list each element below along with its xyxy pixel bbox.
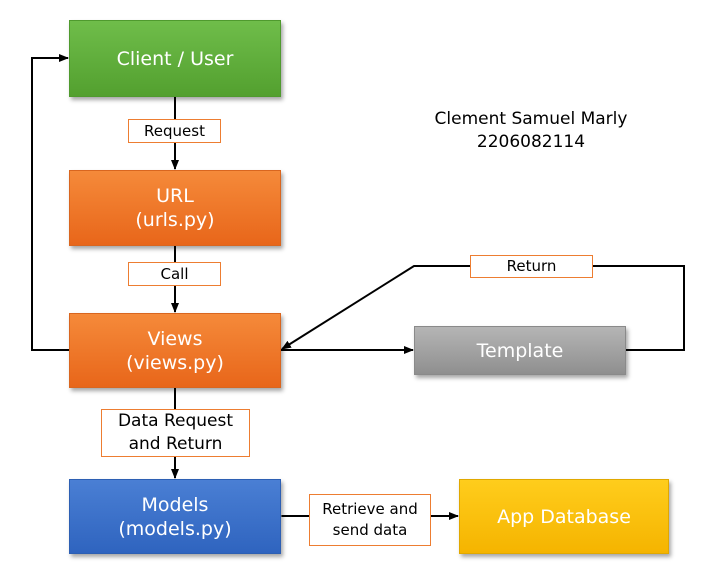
author-id: 2206082114 [476, 132, 586, 152]
author-block: Clement Samuel Marly 2206082114 [418, 108, 644, 154]
node-views: Views (views.py) [69, 313, 281, 388]
node-url-line1: URL [156, 185, 194, 207]
node-url-line2: (urls.py) [135, 209, 215, 231]
node-models: Models (models.py) [69, 479, 281, 554]
edge-label-request: Request [128, 119, 221, 143]
edge-label-data-request: Data Request and Return [101, 409, 250, 457]
node-app-database-label: App Database [497, 505, 631, 528]
node-client-user: Client / User [69, 20, 281, 97]
node-models-line2: (models.py) [118, 517, 232, 540]
node-views-line1: Views [147, 327, 203, 350]
edge-views-to-client [31, 54, 69, 351]
node-url: URL (urls.py) [69, 170, 281, 246]
node-views-line2: (views.py) [126, 351, 224, 374]
edge-label-retrieve: Retrieve and send data [309, 494, 431, 546]
node-models-line1: Models [141, 493, 209, 516]
edge-label-return: Return [470, 255, 593, 278]
edge-label-call: Call [128, 262, 221, 286]
node-client-user-label: Client / User [116, 47, 234, 70]
node-template: Template [414, 326, 626, 375]
node-app-database: App Database [459, 479, 669, 554]
author-name: Clement Samuel Marly [434, 109, 628, 129]
edge-template-to-views [281, 265, 685, 351]
node-template-label: Template [476, 339, 564, 362]
